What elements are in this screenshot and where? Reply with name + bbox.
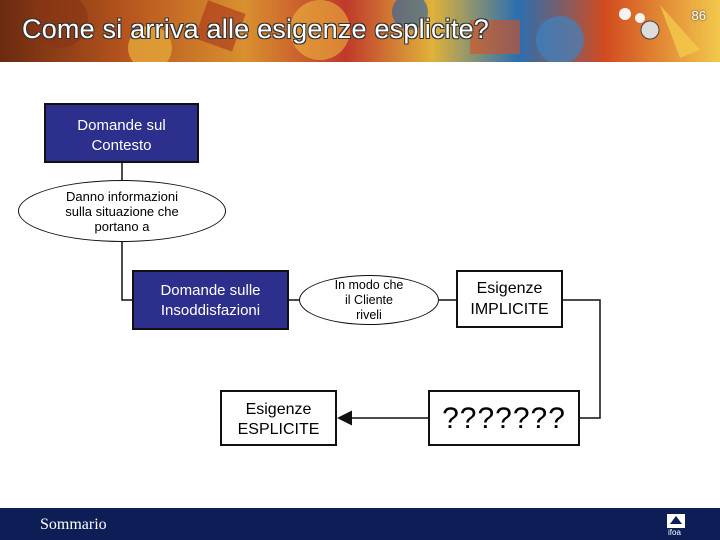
implicit-needs-box: Esigenze IMPLICITE	[456, 270, 563, 328]
connector-ellipse-to-dissatisfaction	[121, 242, 132, 301]
implicit-box-line2: IMPLICITE	[470, 301, 549, 318]
question-marks-box: ???????	[428, 390, 580, 446]
dissatisfaction-questions-box: Domande sulle Insoddisfazioni	[132, 270, 289, 330]
explicit-box-line2: ESPLICITE	[237, 421, 320, 438]
client-ellipse-line3: riveli	[356, 307, 382, 322]
question-marks-text: ???????	[442, 402, 566, 435]
client-ellipse-line1: In modo che	[334, 277, 404, 292]
ifoa-logo-icon	[667, 514, 685, 528]
context-info-ellipse: Danno informazioni sulla situazione che …	[18, 180, 226, 242]
explicit-box-line1: Esigenze	[245, 401, 312, 418]
sommario-link[interactable]: Sommario	[40, 516, 107, 533]
context-box-line1: Domande sul	[77, 117, 166, 134]
context-ellipse-line2: sulla situazione che	[65, 203, 179, 219]
implicit-box-line1: Esigenze	[476, 280, 543, 297]
client-ellipse-line2: il Cliente	[345, 292, 393, 307]
dissatisfaction-box-line2: Insoddisfazioni	[160, 302, 261, 319]
logo-text: ifoa	[668, 528, 681, 537]
header-banner: Come si arriva alle esigenze esplicite? …	[0, 0, 720, 62]
context-ellipse-line3: portano a	[94, 218, 150, 234]
dissatisfaction-box-line1: Domande sulle	[160, 282, 261, 299]
banner-decoration	[32, 0, 700, 62]
context-ellipse-line1: Danno informazioni	[65, 188, 178, 204]
footer-bar	[0, 508, 720, 540]
client-reveals-ellipse: In modo che il Cliente riveli	[299, 275, 439, 325]
connector-implicit-to-question	[563, 299, 601, 419]
page-number: 86	[691, 8, 706, 23]
explicit-needs-box: Esigenze ESPLICITE	[220, 390, 337, 446]
page-title: Come si arriva alle esigenze esplicite?	[22, 14, 490, 44]
context-questions-box: Domande sul Contesto	[44, 103, 199, 163]
context-box-line2: Contesto	[91, 137, 152, 154]
